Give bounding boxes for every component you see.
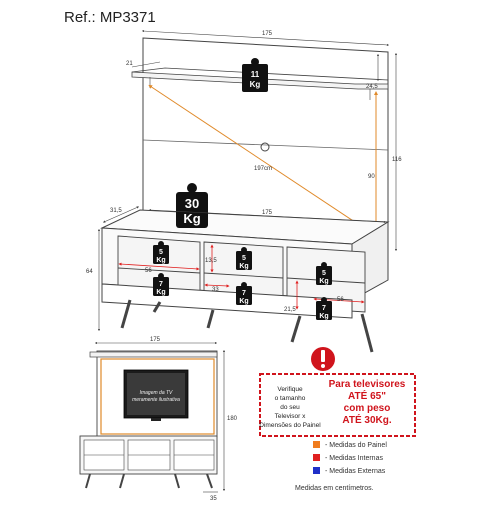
weight-niche-3-unit: Kg bbox=[319, 278, 328, 285]
dim-shelf-height-label: 24,5 bbox=[366, 84, 378, 90]
headline-line-3: com peso bbox=[344, 403, 391, 414]
dim-niche-right-height: 21,5 bbox=[284, 280, 299, 313]
dim-niche-right-height-label: 21,5 bbox=[284, 307, 296, 313]
weight-niche-4-value: 7 bbox=[159, 281, 163, 288]
dim-small-depth: 35 bbox=[203, 491, 218, 502]
weight-badge-niche-1: 5 Kg bbox=[153, 241, 169, 264]
weight-niche-1-value: 5 bbox=[159, 249, 163, 256]
check-line-1: Verifique bbox=[277, 386, 303, 393]
weight-badge-niche-2: 5 Kg bbox=[236, 247, 252, 270]
weight-top-value: 11 bbox=[251, 70, 260, 79]
dim-shelf-depth: 21 bbox=[126, 61, 161, 68]
dim-shelf-depth-label: 21 bbox=[126, 61, 133, 67]
weight-niche-5-unit: Kg bbox=[239, 298, 248, 305]
legend-label-panel: - Medidas do Painel bbox=[325, 442, 387, 449]
headline-line-1: Para televisores bbox=[329, 379, 406, 390]
exclamation-icon bbox=[311, 347, 335, 371]
legend: - Medidas do Painel - Medidas Internas -… bbox=[295, 441, 387, 492]
headline-line-2: ATÉ 65" bbox=[348, 389, 386, 402]
dim-niche-left-width: 56 bbox=[118, 262, 200, 274]
weight-niche-2-value: 5 bbox=[242, 255, 246, 262]
dim-small-depth-label: 35 bbox=[210, 496, 217, 500]
dim-rack-depth-label: 31,5 bbox=[110, 208, 122, 214]
legend-swatch-external bbox=[313, 467, 320, 474]
legend-swatch-panel bbox=[313, 441, 320, 448]
dim-diagonal-label: 197cm bbox=[254, 166, 272, 172]
weight-rack-unit: Kg bbox=[183, 211, 200, 226]
weight-niche-4-unit: Kg bbox=[156, 289, 165, 296]
dim-niche-mid-width: 33 bbox=[204, 283, 230, 293]
weight-niche-6-value: 7 bbox=[322, 305, 326, 312]
tv-text-1: Imagem da TV bbox=[140, 390, 173, 396]
dim-niche-left-label: 56 bbox=[145, 268, 152, 274]
weight-niche-1-unit: Kg bbox=[156, 257, 165, 264]
weight-rack-value: 30 bbox=[185, 196, 199, 211]
headline-line-4: ATÉ 30Kg. bbox=[342, 413, 391, 426]
weight-top-unit: Kg bbox=[250, 80, 261, 89]
dim-niche-height-label: 13,5 bbox=[205, 258, 217, 264]
weight-badge-niche-4: 7 Kg bbox=[153, 273, 169, 296]
dim-rack-height-label: 64 bbox=[86, 269, 93, 275]
dim-niche-mid-label: 33 bbox=[212, 287, 219, 293]
dim-small-height-label: 180 bbox=[227, 416, 238, 422]
check-line-5: Dimensões do Painel bbox=[259, 422, 321, 429]
small-front-view: Imagem da TV meramente ilustrativa bbox=[79, 350, 218, 489]
dim-rack-width-label: 175 bbox=[262, 210, 273, 216]
dim-niche-right-width-label: 56 bbox=[337, 297, 344, 303]
weight-badge-niche-5: 7 Kg bbox=[236, 282, 252, 305]
dim-small-width-label: 175 bbox=[150, 337, 161, 343]
warning-box: Verifique o tamanho do seu Televisor x D… bbox=[259, 347, 416, 437]
weight-badge-niche-6: 7 Kg bbox=[316, 297, 332, 320]
legend-label-external: - Medidas Externas bbox=[325, 468, 386, 475]
dim-niche-height: 13,5 bbox=[205, 244, 217, 273]
weight-badge-niche-3: 5 Kg bbox=[316, 262, 332, 285]
dim-panel-height-label: 116 bbox=[392, 157, 402, 163]
dim-panel-width-label: 175 bbox=[262, 31, 273, 37]
legend-footnote: Medidas em centímetros. bbox=[295, 485, 374, 492]
dim-panel-width: 175 bbox=[141, 29, 390, 47]
check-line-3: do seu bbox=[280, 404, 300, 411]
weight-niche-2-unit: Kg bbox=[239, 263, 248, 270]
check-line-4: Televisor x bbox=[275, 413, 306, 420]
weight-badge-top-shelf: 11 Kg bbox=[242, 58, 268, 92]
weight-niche-3-value: 5 bbox=[322, 270, 326, 277]
weight-niche-5-value: 7 bbox=[242, 290, 246, 297]
dim-small-width: 175 bbox=[94, 337, 218, 345]
dim-small-height: 180 bbox=[222, 349, 238, 492]
dim-rack-width: 175 bbox=[148, 208, 387, 224]
weight-niche-6-unit: Kg bbox=[319, 313, 328, 320]
legend-label-internal: - Medidas Internas bbox=[325, 455, 383, 462]
tv-text-2: meramente ilustrativa bbox=[132, 397, 180, 403]
rack-drawing bbox=[100, 209, 390, 353]
dim-rack-depth: 31,5 bbox=[102, 206, 140, 223]
reference-title: Ref.: MP3371 bbox=[64, 9, 156, 26]
dim-tv-space-label: 90 bbox=[368, 174, 375, 180]
check-line-2: o tamanho bbox=[275, 395, 306, 402]
legend-swatch-internal bbox=[313, 454, 320, 461]
dim-rack-height: 64 bbox=[86, 228, 101, 332]
dim-panel-height: 116 bbox=[392, 52, 402, 252]
